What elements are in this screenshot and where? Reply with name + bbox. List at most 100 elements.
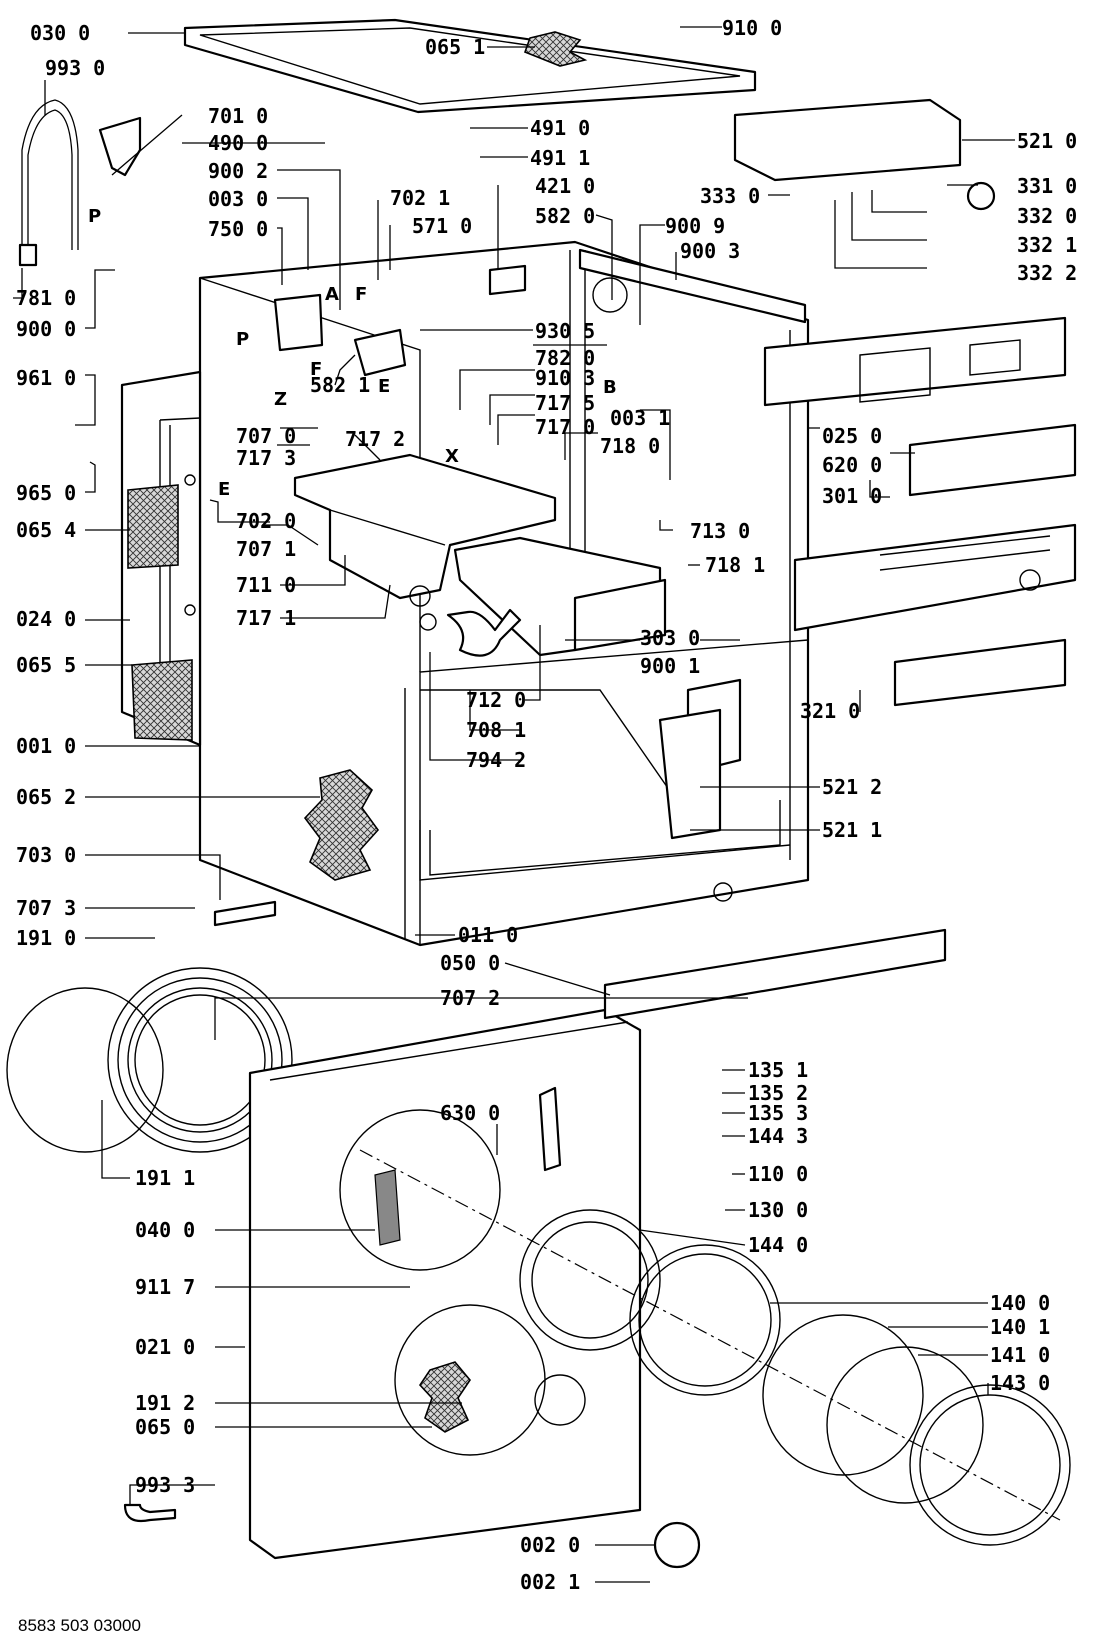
label-717-1: 717 1 [236,606,296,630]
dispenser-711-0 [293,453,667,657]
label-900-0: 900 0 [16,317,76,341]
label-781-0: 781 0 [16,286,76,310]
label-040-0: 040 0 [135,1218,195,1242]
label-140-0: 140 0 [990,1291,1050,1315]
label-002-1: 002 1 [520,1570,580,1594]
small-parts [98,116,996,1569]
label-521-1: 521 1 [822,818,882,842]
label-490-0: 490 0 [208,131,268,155]
label-332-0: 332 0 [1017,204,1077,228]
drawing-number: 8583 503 03000 [18,1616,141,1635]
label-135-2: 135 2 [748,1081,808,1105]
label-030-0: 030 0 [30,21,90,45]
label-301-0: 301 0 [822,484,882,508]
label-713-0: 713 0 [690,519,750,543]
label-065-4: 065 4 [16,518,76,542]
label-571-0: 571 0 [412,214,472,238]
label-025-0: 025 0 [822,424,882,448]
label-707-2: 707 2 [440,986,500,1010]
label-011-0: 011 0 [458,923,518,947]
side-panel-024-0 [120,370,202,747]
facia-321-0 [893,638,1067,707]
letter-e: E [378,376,390,397]
callout-labels: 030 0 065 1 910 0 993 0 701 0 490 0 491 … [16,16,1077,1594]
label-993-0: 993 0 [45,56,105,80]
label-708-1: 708 1 [466,718,526,742]
label-521-2: 521 2 [822,775,882,799]
label-144-0: 144 0 [748,1233,808,1257]
label-491-1: 491 1 [530,146,590,170]
label-910-3: 910 3 [535,366,595,390]
label-065-2: 065 2 [16,785,76,809]
label-620-0: 620 0 [822,453,882,477]
water-hose-993-0 [18,99,79,267]
label-712-0: 712 0 [466,688,526,712]
label-701-0: 701 0 [208,104,268,128]
label-910-0: 910 0 [722,16,782,40]
label-582-0: 582 0 [535,204,595,228]
letter-b: B [603,377,617,398]
label-021-0: 021 0 [135,1335,195,1359]
letter-p: P [236,329,249,350]
door-gasket-191-0 [6,967,293,1153]
label-717-0: 717 0 [535,415,595,439]
front-panel-021-0 [248,1008,642,1560]
label-002-0: 002 0 [520,1533,580,1557]
leader-lines [13,26,1015,1583]
label-717-5: 717 5 [535,391,595,415]
label-191-2: 191 2 [135,1391,195,1415]
label-911-7: 911 7 [135,1275,195,1299]
label-303-0: 303 0 [640,626,700,650]
label-065-0: 065 0 [135,1415,195,1439]
label-582-1: 582 1 [310,373,370,397]
label-421-0: 421 0 [535,174,595,198]
label-930-5: 930 5 [535,319,595,343]
label-782-0: 782 0 [535,346,595,370]
label-065-1: 065 1 [425,35,485,59]
label-333-0: 333 0 [700,184,760,208]
label-332-1: 332 1 [1017,233,1077,257]
letter-a: A [325,284,339,305]
door-rings [359,1149,1071,1546]
label-521-0: 521 0 [1017,129,1077,153]
control-board-025-0 [763,316,1067,407]
label-717-2: 717 2 [345,427,405,451]
label-130-0: 130 0 [748,1198,808,1222]
label-900-3: 900 3 [680,239,740,263]
label-140-1: 140 1 [990,1315,1050,1339]
label-961-0: 961 0 [16,366,76,390]
label-110-0: 110 0 [748,1162,808,1186]
label-900-9: 900 9 [665,214,725,238]
control-panel-301-0 [793,523,1077,632]
label-321-0: 321 0 [800,699,860,723]
letter-p: P [88,206,101,227]
label-711-0: 711 0 [236,573,296,597]
plinth-050-0 [603,928,947,1020]
label-143-0: 143 0 [990,1371,1050,1395]
label-065-5: 065 5 [16,653,76,677]
letter-x: X [445,446,459,467]
label-794-2: 794 2 [466,748,526,772]
label-965-0: 965 0 [16,481,76,505]
label-135-1: 135 1 [748,1058,808,1082]
label-135-3: 135 3 [748,1101,808,1125]
module-521-0 [733,98,962,182]
control-board-620-0 [908,423,1077,497]
label-491-0: 491 0 [530,116,590,140]
label-144-3: 144 3 [748,1124,808,1148]
label-900-2: 900 2 [208,159,268,183]
label-050-0: 050 0 [440,951,500,975]
letter-f: F [355,284,367,305]
label-331-0: 331 0 [1017,174,1077,198]
letter-f: F [310,359,322,380]
label-707-0: 707 0 [236,424,296,448]
label-993-3: 993 3 [135,1473,195,1497]
label-702-1: 702 1 [390,186,450,210]
label-630-0: 630 0 [440,1101,500,1125]
label-332-2: 332 2 [1017,261,1077,285]
label-717-3: 717 3 [236,446,296,470]
label-003-1: 003 1 [610,406,670,430]
letter-z: Z [274,389,287,410]
top-cover-030-0 [183,18,757,114]
